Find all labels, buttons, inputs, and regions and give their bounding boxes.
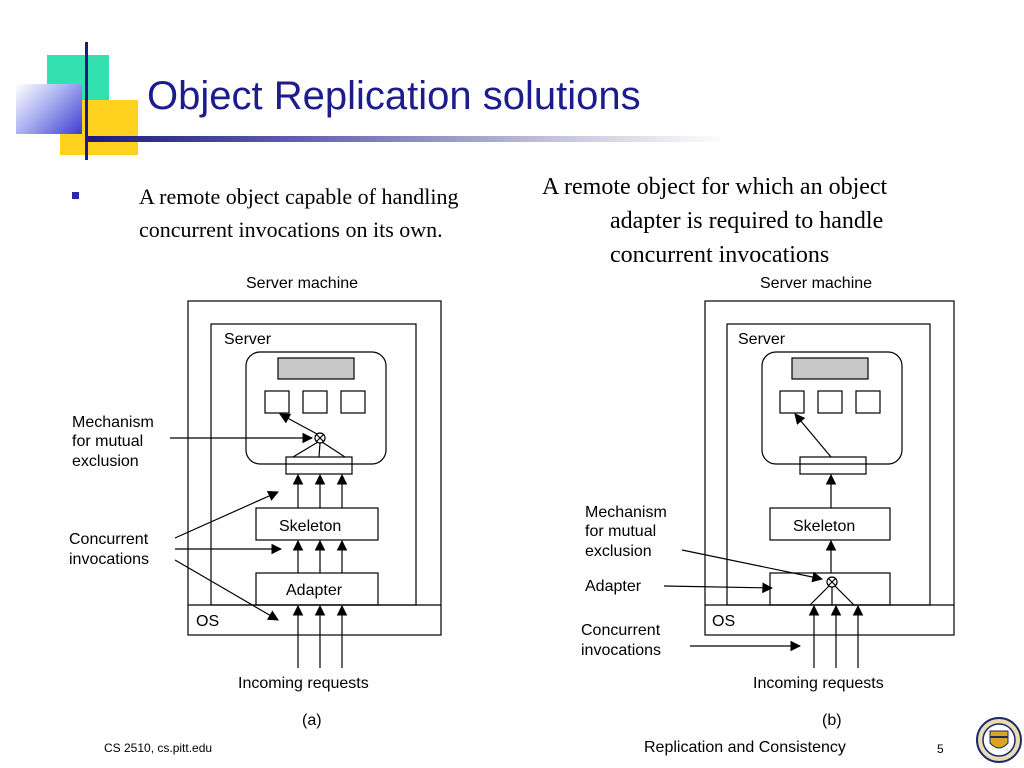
- server-machine-box: [704, 300, 955, 636]
- mutex-annotation-line: exclusion: [585, 543, 652, 560]
- bullet-icon: [72, 192, 79, 199]
- slide-title: Object Replication solutions: [147, 74, 641, 118]
- diagram-caption: (b): [822, 712, 842, 729]
- right-description-line: adapter is required to handle: [610, 208, 884, 234]
- left-description: A remote object capable of handling conc…: [139, 180, 459, 246]
- skeleton-label: Skeleton: [793, 518, 855, 535]
- os-label: OS: [712, 613, 735, 630]
- right-description-line: A remote object for which an object: [542, 174, 888, 200]
- adapter-label: Adapter: [286, 582, 343, 599]
- server-machine-label: Server machine: [246, 275, 358, 292]
- mutex-annotation-line: for mutual: [72, 433, 143, 450]
- method-box: [855, 390, 881, 414]
- left-description-line: concurrent invocations on its own.: [139, 217, 443, 242]
- os-label: OS: [196, 613, 219, 630]
- left-description-line: A remote object capable of handling: [139, 184, 459, 209]
- dispatcher-box: [799, 456, 867, 475]
- incoming-requests-label: Incoming requests: [753, 675, 884, 692]
- adapter-annotation: Adapter: [585, 578, 642, 595]
- university-seal-icon: [976, 717, 1022, 763]
- concurrent-pointer: [174, 491, 279, 539]
- object-state-bar: [791, 357, 869, 380]
- decor-vertical-line: [85, 42, 88, 160]
- decor-blue-square: [16, 84, 82, 134]
- concurrent-pointer: [174, 559, 279, 621]
- object-box: [761, 351, 903, 465]
- footer-course: CS 2510, cs.pitt.edu: [104, 741, 213, 755]
- method-box: [340, 390, 366, 414]
- method-box: [302, 390, 328, 414]
- concurrent-annotation-line: Concurrent: [69, 531, 149, 548]
- object-box: [245, 351, 387, 465]
- right-description: A remote object for which an object adap…: [542, 170, 887, 272]
- mutex-annotation-line: for mutual: [585, 523, 656, 540]
- diagram-b: Server machine Server Skeleton OS Incomi…: [581, 275, 955, 729]
- server-label: Server: [738, 331, 786, 348]
- mutex-pointer: [681, 549, 824, 583]
- object-state-bar: [277, 357, 355, 380]
- skeleton-label: Skeleton: [279, 518, 341, 535]
- method-box: [817, 390, 843, 414]
- concurrent-annotation-line: Concurrent: [581, 622, 661, 639]
- diagram-a: Server machine Server Skeleton Adapter O…: [69, 275, 442, 729]
- dispatcher-box: [285, 456, 353, 475]
- server-machine-box: [187, 300, 442, 636]
- concurrent-annotation-line: invocations: [69, 551, 149, 568]
- page-number: 5: [937, 742, 944, 756]
- right-description-line: concurrent invocations: [610, 242, 830, 268]
- adapter-pointer: [663, 582, 774, 594]
- diagram-caption: (a): [302, 712, 322, 729]
- title-underline: [88, 136, 728, 142]
- concurrent-annotation-line: invocations: [581, 642, 661, 659]
- mutex-annotation-line: Mechanism: [585, 504, 667, 521]
- mutex-annotation-line: exclusion: [72, 453, 139, 470]
- server-label: Server: [224, 331, 272, 348]
- server-machine-label: Server machine: [760, 275, 872, 292]
- footer-topic: Replication and Consistency: [644, 739, 846, 756]
- method-box: [264, 390, 290, 414]
- mutex-annotation-line: Mechanism: [72, 414, 154, 431]
- method-box: [779, 390, 805, 414]
- incoming-requests-label: Incoming requests: [238, 675, 369, 692]
